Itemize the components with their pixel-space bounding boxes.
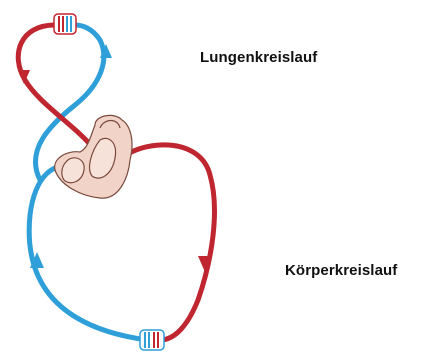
body-capillary-icon <box>140 330 164 350</box>
lung-capillary-icon <box>54 14 76 34</box>
systemic-arterial-vessel <box>120 145 214 340</box>
pulmonary-circulation-label: Lungenkreislauf <box>200 49 317 66</box>
systemic-circulation-label: Körperkreislauf <box>285 262 397 279</box>
heart <box>55 115 132 198</box>
